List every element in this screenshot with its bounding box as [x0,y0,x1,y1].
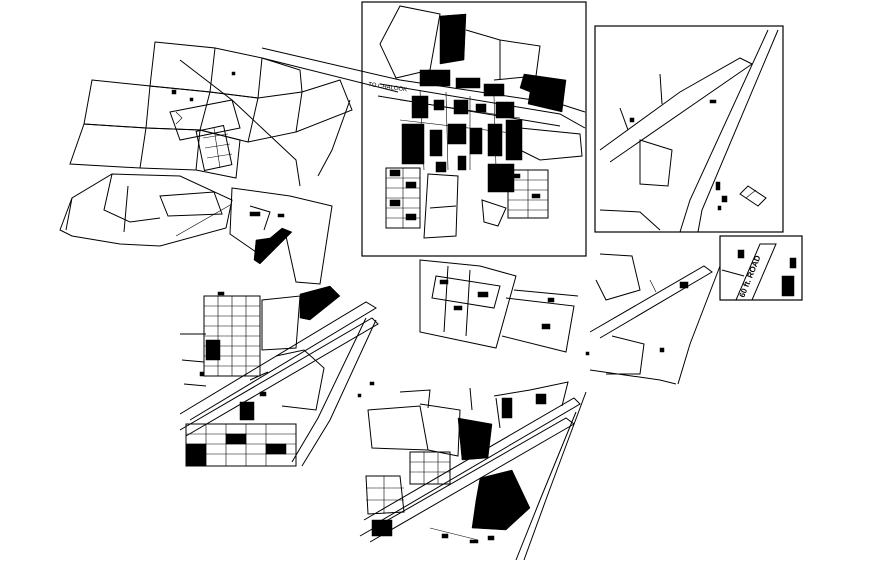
plan-top-right-framed [594,25,784,233]
dense-town-block [399,69,523,193]
plan-bottom-center [359,381,587,561]
road-label-60ft: 60 ft. ROAD [738,254,763,299]
plan-center-framed: TO CHALOOK [361,1,587,257]
plan-bottom-left [179,285,379,467]
road-label-to-chalook: TO CHALOOK [368,82,408,93]
lower-grid-blocks [385,167,549,239]
plan-center-parcels [419,259,579,353]
plan-middle-right [589,253,721,385]
building-grid-block [195,124,233,172]
inset-60ft-road: 60 ft. ROAD [719,235,803,301]
plan-top-left [59,41,586,285]
scattered-marks [329,297,590,398]
